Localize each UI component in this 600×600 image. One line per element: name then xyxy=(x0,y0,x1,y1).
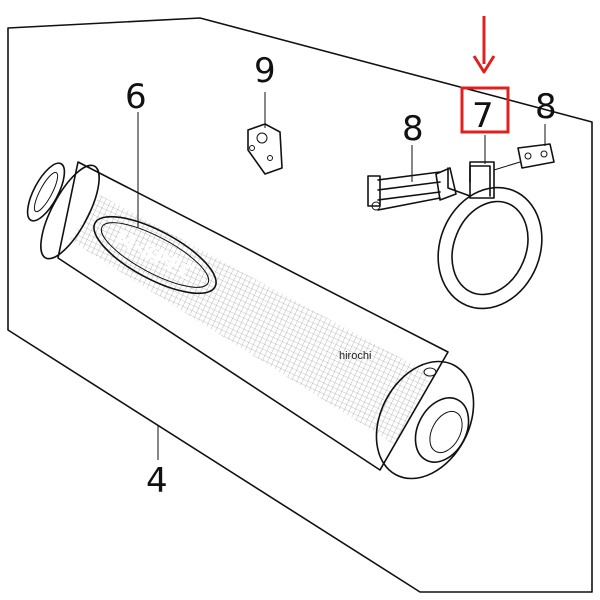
callout-4: 4 xyxy=(146,461,168,501)
highlight-box xyxy=(460,86,510,134)
logo-badge xyxy=(93,215,217,295)
nut-plate-part-8 xyxy=(493,143,555,171)
diagram-frame xyxy=(7,17,593,593)
muffler-mesh xyxy=(70,195,432,445)
highlight-arrow-icon xyxy=(472,16,496,74)
muffler: M-SPEC xyxy=(26,161,475,480)
callout-9: 9 xyxy=(254,51,276,91)
callout-6: 6 xyxy=(125,77,147,117)
bracket-part-9 xyxy=(247,123,283,175)
watermark: hirochi xyxy=(339,350,371,362)
outlet-pipe xyxy=(414,397,470,463)
bolts-part-8 xyxy=(367,167,457,211)
inlet-pipe xyxy=(26,162,66,222)
callout-7: 7 xyxy=(472,96,494,136)
callout-8-right: 8 xyxy=(535,87,557,127)
band-clamp-part-7 xyxy=(437,161,543,310)
callout-8-left: 8 xyxy=(402,109,424,149)
